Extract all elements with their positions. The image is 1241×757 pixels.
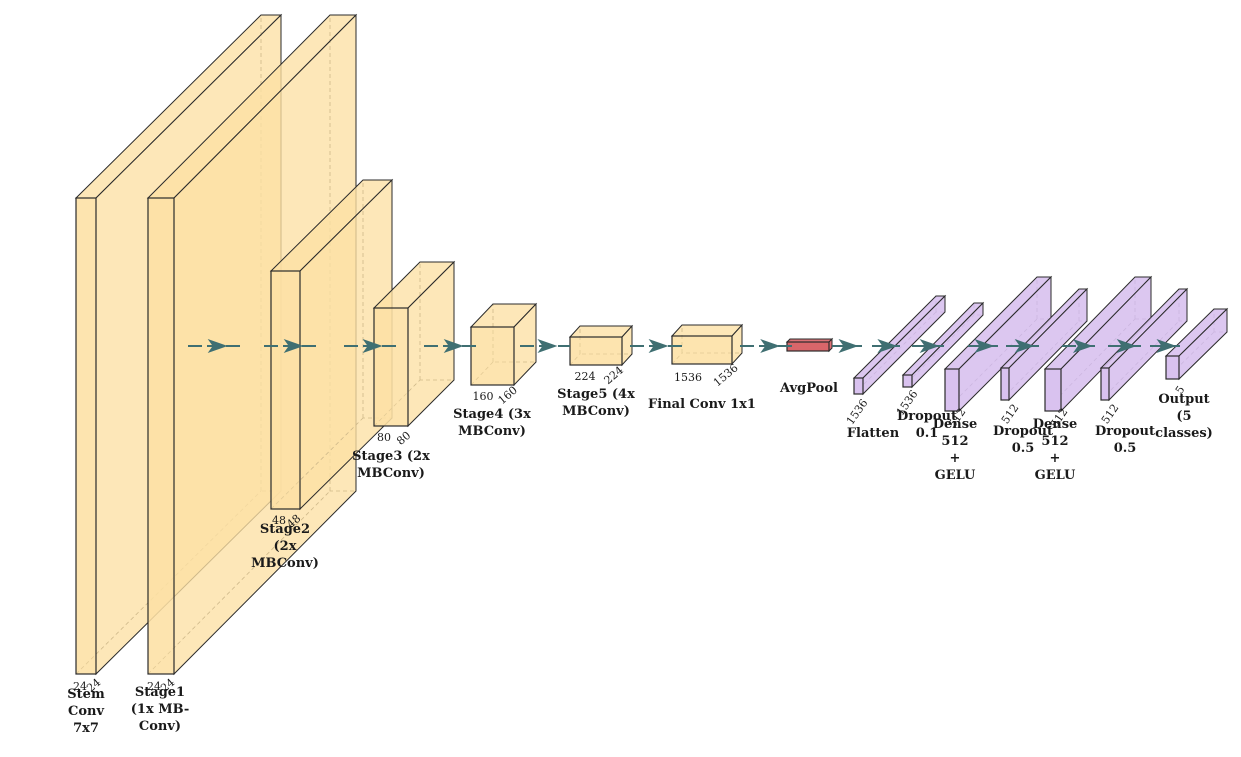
layer-stage5-top-face	[568, 325, 634, 338]
layer-stage2-label-line-3: MBConv)	[251, 556, 319, 571]
layer-stem-front-face	[75, 197, 97, 675]
layer-stage5-dim-1: 224	[575, 370, 596, 383]
layer-stage4-dim-1: 160	[473, 390, 494, 403]
layer-dropout-2-label-line-1: Dropout	[993, 424, 1053, 439]
layer-stage1-label-line-3: Conv)	[139, 719, 181, 734]
layer-stage4-label-line-2: MBConv)	[458, 424, 526, 439]
layer-dropout-3-front-face	[1100, 367, 1110, 401]
layer-stage1-front-face	[147, 197, 175, 675]
layer-stage2-label-line-2: (2x	[274, 539, 297, 554]
layer-stage1-dim-1: 24	[147, 680, 161, 693]
layer-final-conv-label-line-1: Final Conv 1x1	[648, 397, 756, 412]
layer-final-conv-front-face	[671, 335, 733, 365]
layer-dropout-3-dim-1: 512	[1099, 402, 1122, 427]
flow-arrowhead-7	[760, 339, 781, 353]
layer-flatten-front-face	[853, 377, 864, 395]
layer-dropout-3-label-line-1: Dropout	[1095, 424, 1155, 439]
layer-output	[1164, 307, 1229, 381]
layer-dense-2-label-line-3: +	[1050, 451, 1061, 466]
layer-dense-1-front-face	[944, 368, 960, 412]
flow-arrowhead-9	[877, 339, 898, 353]
flow-arrowhead-12	[1014, 339, 1035, 353]
layer-stage5-front-face	[569, 336, 623, 366]
layer-stage4-dim-2: 160	[496, 384, 520, 407]
layer-output-label-line-2: (5	[1176, 409, 1191, 424]
layer-stage5-label-line-1: Stage5 (4x	[557, 387, 635, 402]
layer-dropout-1-label-line-2: 0.1	[916, 426, 939, 441]
layer-stage3-dim-2: 80	[394, 429, 413, 448]
flow-arrowhead-5	[537, 339, 558, 353]
layer-avgpool-front-face	[786, 341, 830, 352]
layer-dense-1-label-line-2: 512	[941, 434, 968, 449]
layer-dropout-1	[901, 301, 985, 389]
layer-final-conv	[670, 323, 744, 366]
flow-arrowhead-15	[1156, 339, 1177, 353]
flow-arrowhead-13	[1072, 339, 1093, 353]
layer-stage3-front-face	[373, 307, 409, 427]
layer-dropout-1-front-face	[902, 374, 913, 388]
layer-avgpool-label-line-1: AvgPool	[779, 381, 838, 396]
layer-stem-dim-1: 24	[73, 680, 87, 693]
layer-final-conv-top-face	[670, 324, 744, 337]
flow-arrowhead-2	[283, 339, 304, 353]
layer-dropout-2-label-line-2: 0.5	[1012, 441, 1035, 456]
layer-stem-label-line-1: Stem	[67, 687, 105, 702]
layer-stage3-label-line-1: Stage3 (2x	[352, 449, 430, 464]
layer-stage2-label-line-1: Stage2	[260, 522, 310, 537]
layer-stage1-label-line-2: (1x MB-	[131, 702, 190, 717]
flow-arrows	[188, 339, 1180, 353]
layer-output-label-line-1: Output	[1158, 392, 1209, 407]
layer-dropout-2-front-face	[1000, 367, 1010, 401]
layer-output-label-line-3: classes)	[1155, 426, 1213, 441]
layer-stage4	[469, 302, 538, 387]
layer-stage5-dim-2: 224	[602, 364, 626, 387]
layer-stage3-label-line-2: MBConv)	[357, 466, 425, 481]
flow-arrowhead-11	[974, 339, 995, 353]
layer-stage3-dim-1: 80	[377, 431, 391, 444]
layer-stage4-front-face	[470, 326, 515, 386]
layer-dense-1-label-line-3: +	[950, 451, 961, 466]
layer-flatten-label-line-1: Flatten	[847, 426, 900, 441]
layer-boxes	[74, 13, 1229, 676]
layer-stage1	[146, 13, 358, 676]
layer-stage5	[568, 324, 634, 367]
layer-output-front-face	[1165, 355, 1180, 380]
layer-flatten	[852, 294, 947, 396]
flow-arrowhead-14	[1116, 339, 1137, 353]
flow-arrowhead-8	[838, 339, 859, 353]
layer-stem-label-line-3: 7x7	[73, 721, 99, 736]
layer-stage2-front-face	[270, 270, 301, 510]
layer-flatten-dim-1: 1536	[844, 397, 871, 427]
layer-dense-1-label-line-4: GELU	[935, 468, 976, 483]
flow-arrowhead-10	[919, 339, 940, 353]
layer-final-conv-dim-1: 1536	[674, 371, 702, 384]
flow-arrowhead-6	[648, 339, 669, 353]
layer-dense-2-front-face	[1044, 368, 1062, 412]
layer-dropout-3-label-line-2: 0.5	[1114, 441, 1137, 456]
flow-arrowhead-4	[443, 339, 464, 353]
layer-stage4-label-line-1: Stage4 (3x	[453, 407, 531, 422]
flow-arrowhead-1	[207, 339, 228, 353]
layer-final-conv-dim-2: 1536	[711, 361, 741, 389]
layer-stage2-dim-1: 48	[272, 514, 286, 527]
layer-dropout-2-dim-1: 512	[999, 402, 1022, 427]
layer-stage2	[269, 178, 394, 511]
layer-dense-1-label-line-1: Dense	[933, 417, 978, 432]
layer-avgpool	[785, 337, 834, 353]
layer-dense-2-label-line-2: 512	[1041, 434, 1068, 449]
layer-dense-2-label-line-1: Dense	[1033, 417, 1078, 432]
layer-dropout-1-label-line-1: Dropout	[897, 409, 957, 424]
flow-arrowhead-3	[362, 339, 383, 353]
layer-stage1-label-line-1: Stage1	[135, 685, 185, 700]
layer-stage3	[372, 260, 456, 428]
layer-stem-label-line-2: Conv	[68, 704, 104, 719]
layer-stage5-label-line-2: MBConv)	[562, 404, 630, 419]
layer-dense-2-label-line-4: GELU	[1035, 468, 1076, 483]
